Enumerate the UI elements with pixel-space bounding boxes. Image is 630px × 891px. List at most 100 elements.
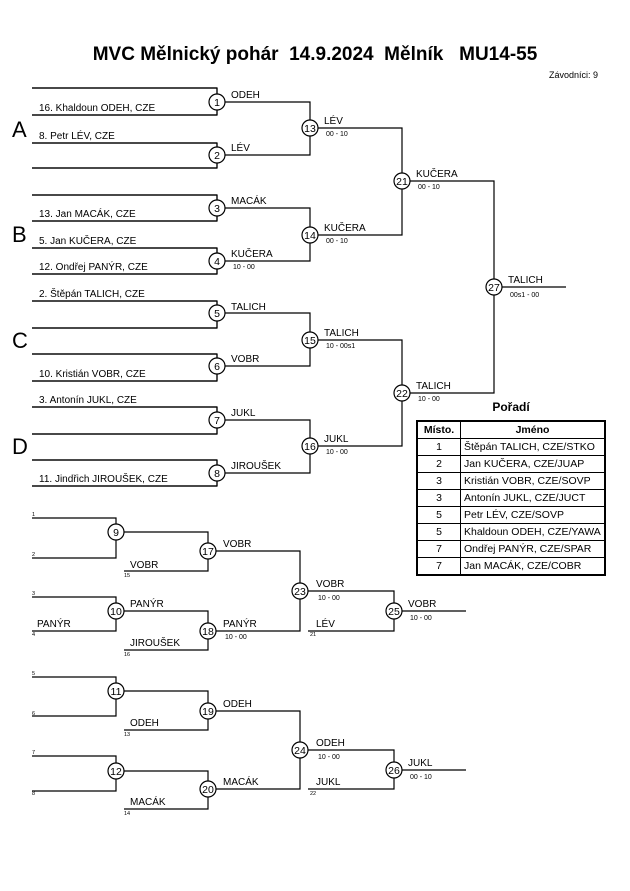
- match-21-number: 21: [396, 176, 408, 188]
- repechage-entry: VOBR: [130, 560, 158, 571]
- entry-label: 8. Petr LÉV, CZE: [39, 129, 115, 142]
- entry-label: 16. Khaldoun ODEH, CZE: [39, 103, 155, 114]
- ranking-place: 3: [416, 489, 461, 507]
- match-13-number: 13: [304, 123, 316, 135]
- ranking-name: Khaldoun ODEH, CZE/YAWA: [460, 523, 606, 541]
- winner-5: TALICH: [231, 302, 266, 313]
- match-8-number: 8: [214, 468, 220, 480]
- match-bracket: [32, 406, 218, 435]
- ranking-place: 7: [416, 540, 461, 558]
- winner-24: ODEH: [316, 738, 345, 749]
- match-20-number: 20: [202, 784, 214, 796]
- match-27-number: 27: [488, 282, 500, 294]
- score-14: 00 - 10: [326, 238, 348, 245]
- winner-2: LÉV: [231, 141, 250, 154]
- score-22: 10 - 00: [418, 396, 440, 403]
- ranking-place: 5: [416, 523, 461, 541]
- slot-number: 22: [310, 791, 316, 797]
- competitor-count: Závodníci: 9: [548, 70, 598, 80]
- ranking-header-row: Místo. Jméno: [416, 420, 606, 439]
- winner-13: LÉV: [324, 114, 343, 127]
- match-2-number: 2: [214, 150, 220, 162]
- winner-15: TALICH: [324, 328, 359, 339]
- match-19-number: 19: [202, 706, 214, 718]
- slot-number: 7: [32, 750, 35, 756]
- score-26: 00 - 10: [410, 774, 432, 781]
- repechage-entry: MACÁK: [130, 795, 166, 808]
- slot-number: 2: [32, 552, 35, 558]
- score-24: 10 - 00: [318, 754, 340, 761]
- group-label-d: D: [12, 434, 28, 459]
- score-13: 00 - 10: [326, 131, 348, 138]
- winner-22: TALICH: [416, 381, 451, 392]
- entry-label: 3. Antonín JUKL, CZE: [39, 395, 137, 406]
- score-18: 10 - 00: [225, 634, 247, 641]
- entry-label: 5. Jan KUČERA, CZE: [39, 234, 137, 247]
- slot-number: 1: [32, 512, 35, 518]
- match-bracket: [32, 517, 117, 559]
- ranking-header-name: Jméno: [460, 420, 606, 439]
- winner-8: JIROUŠEK: [231, 459, 281, 472]
- match-18-number: 18: [202, 626, 214, 638]
- ranking-header-place: Místo.: [416, 420, 461, 439]
- match-4-number: 4: [214, 256, 220, 268]
- winner-7: JUKL: [231, 408, 256, 419]
- match-22-number: 22: [396, 388, 408, 400]
- winner-23: VOBR: [316, 579, 344, 590]
- winner-20: MACÁK: [223, 775, 259, 788]
- match-bracket: [32, 676, 117, 717]
- score-15: 10 - 00s1: [326, 343, 355, 350]
- repechage-entry: ODEH: [130, 718, 159, 729]
- entry-label: 2. Štěpán TALICH, CZE: [39, 287, 145, 300]
- ranking-name: Petr LÉV, CZE/SOVP: [460, 506, 606, 524]
- winner-6: VOBR: [231, 354, 259, 365]
- match-bracket: [32, 142, 218, 169]
- winner-26: JUKL: [408, 758, 433, 769]
- score-23: 10 - 00: [318, 595, 340, 602]
- match-bracket: [410, 180, 495, 394]
- ranking-place: 2: [416, 455, 461, 473]
- match-5-number: 5: [214, 308, 220, 320]
- match-25-number: 25: [388, 606, 400, 618]
- score-4: 10 - 00: [233, 264, 255, 271]
- ranking-name: Antonín JUKL, CZE/JUCT: [460, 489, 606, 507]
- slot-number: 5: [32, 671, 35, 677]
- match-10-number: 10: [110, 606, 122, 618]
- ranking-place: 1: [416, 438, 461, 456]
- match-3-number: 3: [214, 203, 220, 215]
- group-label-c: C: [12, 328, 28, 353]
- match-6-number: 6: [214, 361, 220, 373]
- winner-25: VOBR: [408, 599, 436, 610]
- repechage-entry: JUKL: [316, 777, 341, 788]
- score-21: 00 - 10: [418, 184, 440, 191]
- ranking-place: 5: [416, 506, 461, 524]
- group-label-a: A: [12, 117, 27, 142]
- match-7-number: 7: [214, 415, 220, 427]
- ranking-name: Kristián VOBR, CZE/SOVP: [460, 472, 606, 490]
- match-26-number: 26: [388, 765, 400, 777]
- slot-number: 8: [32, 791, 35, 797]
- slot-number: 3: [32, 591, 35, 597]
- match-9-number: 9: [113, 527, 119, 539]
- match-bracket: [318, 127, 403, 236]
- slot-number: 16: [124, 652, 130, 658]
- repechage-entry: LÉV: [316, 617, 335, 630]
- winner-27: TALICH: [508, 275, 543, 286]
- group-label-b: B: [12, 222, 27, 247]
- match-11-number: 11: [111, 686, 122, 698]
- winner-21: KUČERA: [416, 167, 458, 180]
- match-bracket: [32, 300, 218, 329]
- match-23-number: 23: [294, 586, 306, 598]
- winner-14: KUČERA: [324, 221, 366, 234]
- score-27: 00s1 - 00: [510, 292, 539, 299]
- match-12-number: 12: [110, 766, 122, 778]
- winner-3: MACÁK: [231, 194, 267, 207]
- winner-16: JUKL: [324, 434, 349, 445]
- repechage-entry: PANÝR: [37, 617, 71, 630]
- winner-19: ODEH: [223, 699, 252, 710]
